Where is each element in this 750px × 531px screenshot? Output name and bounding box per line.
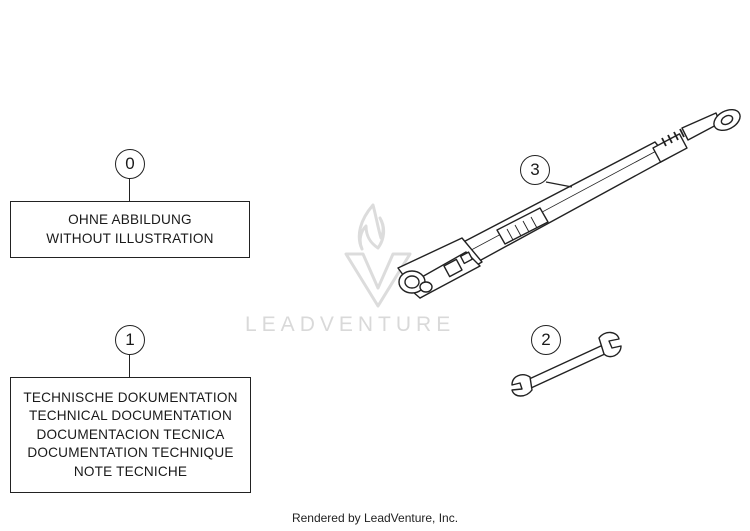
- callout-2-number: 2: [541, 330, 551, 349]
- box-1-line-1: TECHNISCHE DOKUMENTATION: [23, 389, 238, 405]
- box-0-line-1: OHNE ABBILDUNG: [68, 212, 192, 227]
- box-1-line-4: DOCUMENTATION TECHNIQUE: [27, 445, 234, 461]
- callout-1[interactable]: 1: [115, 325, 145, 355]
- callout-3-number: 3: [530, 160, 540, 179]
- box-1-line-2: TECHNICAL DOCUMENTATION: [29, 408, 232, 424]
- box-1-line-5: NOTE TECNICHE: [73, 463, 188, 479]
- leader-line-0: [129, 179, 131, 201]
- callout-3[interactable]: 3: [520, 155, 550, 185]
- spring-preload-tool-icon: [397, 108, 741, 299]
- description-box-0[interactable]: OHNE ABBILDUNG WITHOUT ILLUSTRATION: [10, 201, 250, 258]
- callout-0-number: 0: [125, 154, 135, 173]
- leader-line-3: [545, 181, 573, 188]
- box-1-line-3: DOCUMENTACION TECNICA: [36, 426, 225, 442]
- callout-1-number: 1: [125, 330, 135, 349]
- wrench-icon: [511, 331, 622, 397]
- description-box-1[interactable]: TECHNISCHE DOKUMENTATION TECHNICAL DOCUM…: [10, 377, 251, 493]
- callout-0[interactable]: 0: [115, 149, 145, 179]
- watermark-text: LEADVENTURE: [245, 313, 456, 336]
- box-0-line-2: WITHOUT ILLUSTRATION: [46, 230, 214, 246]
- callout-2[interactable]: 2: [531, 325, 561, 355]
- leader-line-1: [129, 355, 131, 377]
- footer-credit: Rendered by LeadVenture, Inc.: [291, 511, 459, 525]
